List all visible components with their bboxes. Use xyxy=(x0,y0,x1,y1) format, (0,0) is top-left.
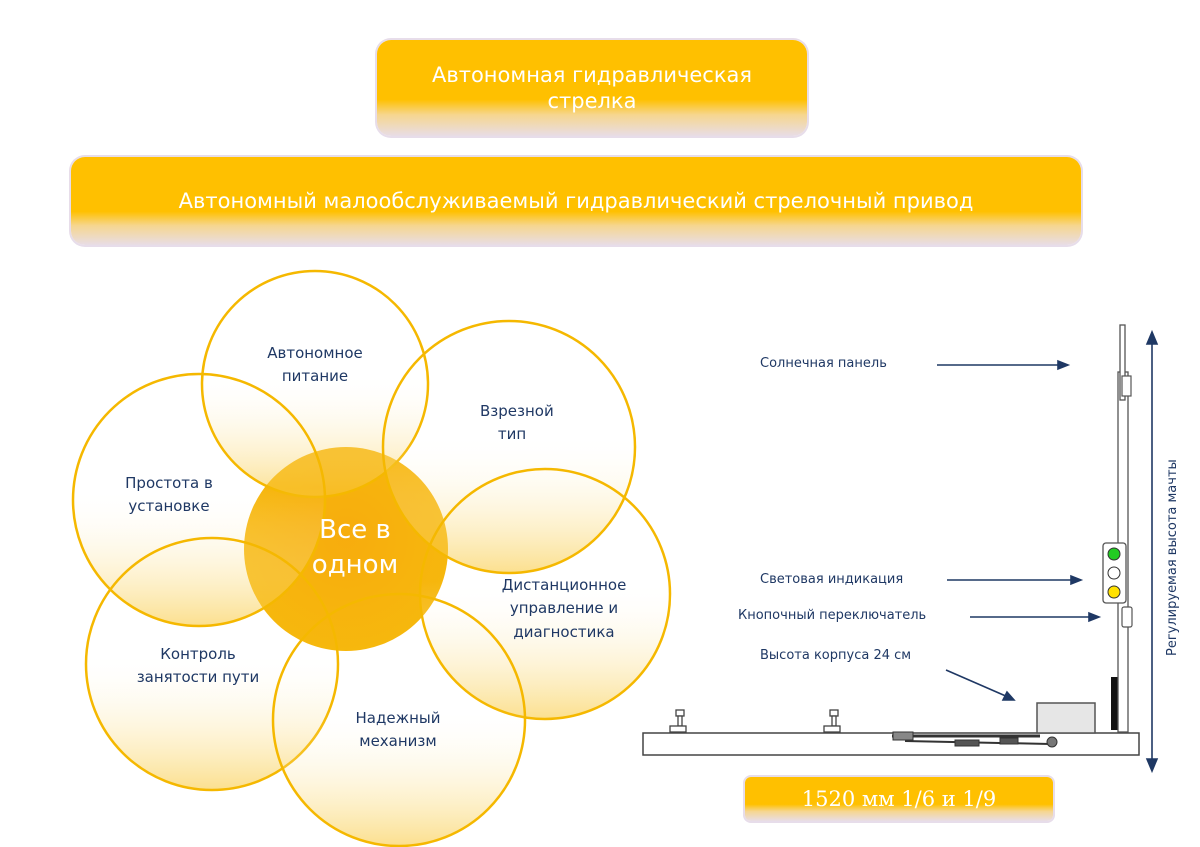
rail-right xyxy=(823,709,841,733)
petal-mechanism xyxy=(271,592,527,847)
signal-green-light xyxy=(1107,547,1121,561)
label-housing-height: Высота корпуса 24 см xyxy=(760,648,912,663)
drive-housing xyxy=(1036,702,1096,734)
label-solar-panel: Солнечная панель xyxy=(760,356,887,371)
title-banner: Автономная гидравлическая стрелка xyxy=(377,40,807,136)
feature-center: Все в одном xyxy=(311,515,399,581)
height-arrow xyxy=(945,669,1009,698)
label-light-indication: Световая индикация xyxy=(760,572,904,587)
feature-install: Простота в установке xyxy=(125,474,213,516)
rail-left xyxy=(669,709,687,733)
button-switch xyxy=(1121,606,1133,628)
feature-mechanism: Надежный механизм xyxy=(355,709,441,751)
gauge-label: 1520 мм 1/6 и 1/9 xyxy=(801,786,997,811)
sleeper xyxy=(642,732,1140,756)
subtitle-banner: Автономный малообслуживаемый гидравличес… xyxy=(71,157,1081,245)
signal-yellow-light xyxy=(1107,585,1121,599)
page-title: Автономная гидравлическая стрелка xyxy=(431,62,753,113)
mast-base xyxy=(1111,677,1121,730)
signal-white-light xyxy=(1107,566,1121,580)
feature-remote: Дистанционное управление и диагностика xyxy=(501,576,627,641)
label-button-switch: Кнопочный переключатель xyxy=(738,608,927,623)
switch-device-drawing xyxy=(642,324,1140,756)
feature-insert: Взрезной тип xyxy=(480,402,554,444)
solar-panel xyxy=(1119,324,1126,401)
gauge-banner: 1520 мм 1/6 и 1/9 xyxy=(745,777,1053,821)
feature-power: Автономное питание xyxy=(267,344,363,386)
drive-rods xyxy=(892,731,1058,748)
page-subtitle: Автономный малообслуживаемый гидравличес… xyxy=(178,188,974,213)
label-mast-height: Регулируемая высота мачты xyxy=(1165,459,1180,656)
feature-track: Контроль занятости пути xyxy=(136,645,260,687)
